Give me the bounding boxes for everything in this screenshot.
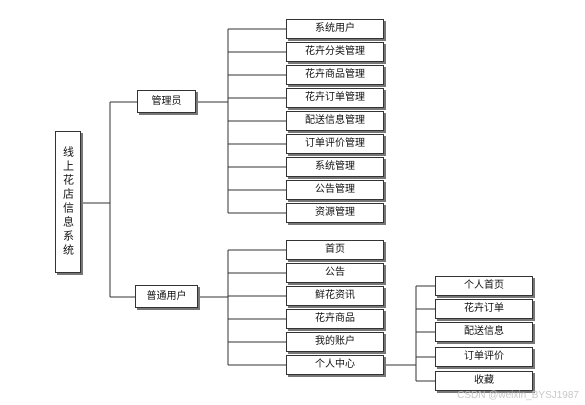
pc-item-favorites: 收藏 [435, 371, 533, 391]
branch-node-admin: 管理员 [137, 90, 196, 113]
user-item-personal-center: 个人中心 [286, 355, 384, 375]
pc-item-personal-home: 个人首页 [435, 276, 533, 296]
root-node: 线上花店信息系统 [55, 131, 81, 273]
admin-item-delivery-info-mgmt: 配送信息管理 [286, 111, 384, 131]
admin-item-resource-mgmt: 资源管理 [286, 203, 384, 223]
user-item-flower-products: 花卉商品 [286, 309, 384, 329]
pc-item-flower-orders: 花卉订单 [435, 299, 533, 319]
admin-item-flower-product-mgmt: 花卉商品管理 [286, 65, 384, 85]
admin-item-order-review-mgmt: 订单评价管理 [286, 134, 384, 154]
watermark: CSDN @weixin_BYSJ1987 [457, 390, 579, 401]
user-item-notice: 公告 [286, 263, 384, 283]
user-item-home: 首页 [286, 240, 384, 260]
admin-item-system-mgmt: 系统管理 [286, 157, 384, 177]
user-item-flower-news: 鲜花资讯 [286, 286, 384, 306]
pc-item-delivery-info: 配送信息 [435, 322, 533, 342]
admin-item-flower-category-mgmt: 花卉分类管理 [286, 42, 384, 62]
admin-item-notice-mgmt: 公告管理 [286, 180, 384, 200]
user-item-my-account: 我的账户 [286, 332, 384, 352]
branch-node-user: 普通用户 [135, 285, 198, 308]
pc-item-order-review: 订单评价 [435, 347, 533, 367]
admin-item-system-users: 系统用户 [286, 19, 384, 39]
admin-item-flower-order-mgmt: 花卉订单管理 [286, 88, 384, 108]
